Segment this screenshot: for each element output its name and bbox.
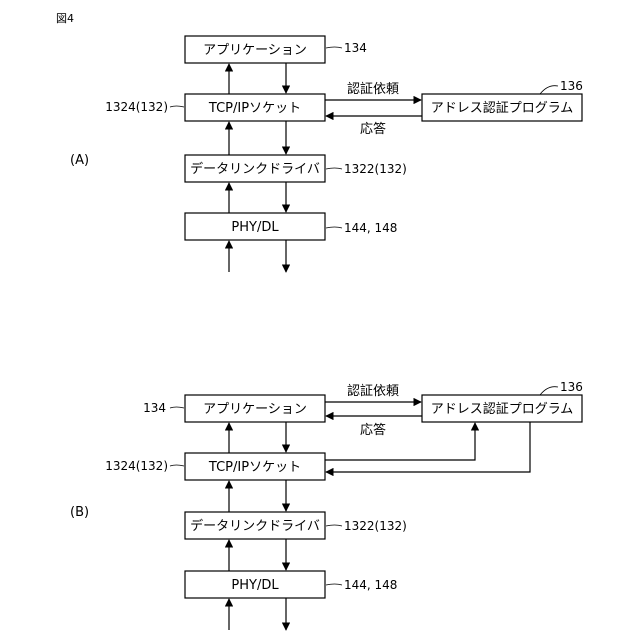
panel-a-label: (A) xyxy=(70,153,89,168)
panel-a-auth-ref: 136 xyxy=(560,79,583,93)
panel-b-driver-ref: 1322(132) xyxy=(344,519,407,533)
figure-label: 図4 xyxy=(56,12,74,25)
panel-a-phy-leader xyxy=(326,227,342,228)
panel-a-app-ref: 134 xyxy=(344,41,367,55)
panel-b-socket-leader xyxy=(170,465,184,466)
panel-a-app-label: アプリケーション xyxy=(203,43,307,58)
panel-a-driver-leader xyxy=(326,168,342,169)
panel-a-socket-ref: 1324(132) xyxy=(105,100,168,114)
panel-b-socket-to-auth-arrow xyxy=(325,423,475,460)
panel-b-socket-ref: 1324(132) xyxy=(105,459,168,473)
panel-b-driver-label: データリンクドライバ xyxy=(190,518,320,534)
panel-b-auth-leader xyxy=(540,387,558,395)
panel-b-auth-ref: 136 xyxy=(560,380,583,394)
panel-a-auth-label: アドレス認証プログラム xyxy=(431,100,574,116)
panel-b-driver-leader xyxy=(326,525,342,526)
panel-b: (B) アプリケーション TCP/IPソケット データリンクドライバ PHY/D… xyxy=(70,380,583,630)
panel-a: (A) アプリケーション TCP/IPソケット データリンクドライバ PHY/D… xyxy=(70,36,583,272)
panel-b-app-leader xyxy=(170,407,184,408)
panel-a-request-label: 認証依頼 xyxy=(347,81,399,97)
panel-b-auth-label: アドレス認証プログラム xyxy=(431,401,574,417)
panel-a-phy-ref: 144, 148 xyxy=(344,221,397,235)
panel-a-auth-leader xyxy=(540,86,558,94)
panel-b-phy-label: PHY/DL xyxy=(231,578,279,593)
panel-a-socket-leader xyxy=(170,106,184,107)
panel-a-socket-label: TCP/IPソケット xyxy=(208,101,301,116)
panel-a-app-leader xyxy=(326,47,342,48)
panel-b-app-label: アプリケーション xyxy=(203,402,307,417)
panel-b-response-label: 応答 xyxy=(360,422,386,438)
panel-b-socket-label: TCP/IPソケット xyxy=(208,460,301,475)
panel-b-app-ref: 134 xyxy=(143,401,166,415)
panel-a-driver-label: データリンクドライバ xyxy=(190,161,320,177)
panel-b-request-label: 認証依頼 xyxy=(347,383,399,399)
panel-b-auth-to-socket-arrow xyxy=(326,422,530,472)
panel-b-label: (B) xyxy=(70,505,89,520)
panel-a-response-label: 応答 xyxy=(360,121,386,137)
panel-a-phy-label: PHY/DL xyxy=(231,220,279,235)
panel-b-phy-ref: 144, 148 xyxy=(344,578,397,592)
panel-a-driver-ref: 1322(132) xyxy=(344,162,407,176)
panel-b-phy-leader xyxy=(326,584,342,585)
